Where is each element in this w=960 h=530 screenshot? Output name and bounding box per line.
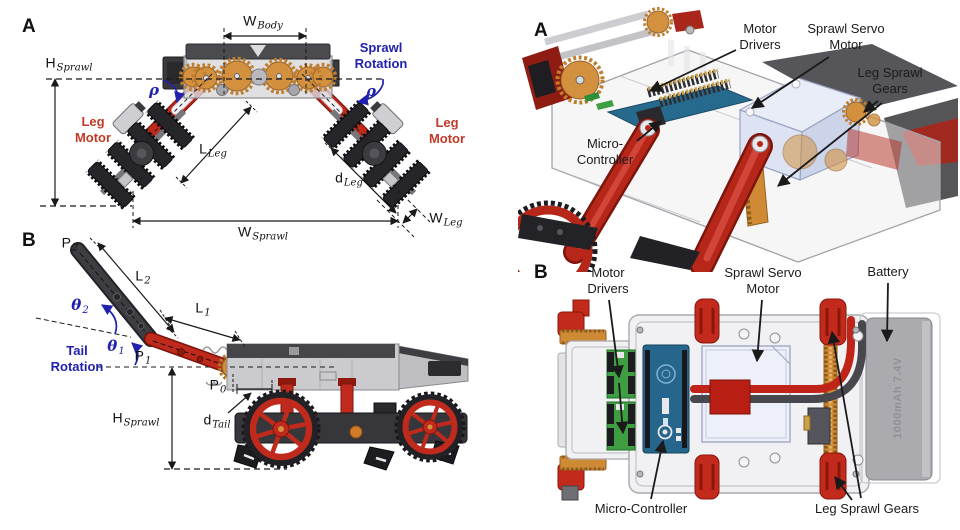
cad-iso-arrows <box>636 49 883 187</box>
label-sprawl-servo-b: Sprawl Servo Motor <box>724 265 802 296</box>
label-w-body: WBody <box>243 12 283 32</box>
label-d-tail: dTail <box>203 411 231 431</box>
label-sprawl-rotation: Sprawl Rotation <box>354 40 408 71</box>
label-leg-motor-left: Leg Motor <box>74 114 112 145</box>
label-h-sprawl-b: HSprawl <box>112 409 160 429</box>
cad-top-arrows <box>608 282 894 501</box>
panel-tag-right-b: B <box>534 262 548 283</box>
label-theta2: θ2 <box>71 296 89 316</box>
side-view-dimensions <box>35 237 287 470</box>
battery-print: 1000mAh 7.4V <box>892 357 904 439</box>
panel-tag-left-a: A <box>22 16 36 37</box>
label-l1: L1 <box>195 299 211 319</box>
panel-tag-left-b: B <box>22 230 36 251</box>
label-leg-sprawl-gears-b: Leg Sprawl Gears <box>814 501 920 517</box>
label-w-leg: WLeg <box>429 209 463 229</box>
label-rho-left: ρ <box>149 81 159 99</box>
label-l-leg: LLeg <box>199 140 227 160</box>
label-p2: P2 <box>61 234 79 254</box>
label-motor-drivers-a: Motor Drivers <box>739 21 781 52</box>
panel-tag-right-a: A <box>534 20 548 41</box>
label-leg-motor-right: Leg Motor <box>428 115 466 146</box>
label-h-sprawl-a: HSprawl <box>45 54 93 74</box>
label-sprawl-servo-a: Sprawl Servo Motor <box>807 21 885 52</box>
cad-top-view <box>557 298 941 501</box>
label-micro-controller-b: Micro-Controller <box>594 501 688 517</box>
microcontroller-board <box>642 344 690 454</box>
front-wheel <box>241 389 321 469</box>
label-theta1: θ1 <box>107 337 125 357</box>
label-tail-rotation: Tail Rotation <box>50 343 104 374</box>
label-p0: P0 <box>209 376 227 396</box>
label-w-sprawl: WSprawl <box>238 223 288 243</box>
front-view-dimensions <box>40 28 431 238</box>
label-rho-right: ρ <box>366 82 376 100</box>
label-l2: L2 <box>135 267 151 287</box>
cad-iso-view <box>518 7 958 272</box>
left-wheel-assembly <box>85 100 195 210</box>
label-motor-drivers-b: Motor Drivers <box>587 265 629 296</box>
label-leg-sprawl-gears-a: Leg Sprawl Gears <box>857 65 923 96</box>
label-battery: Battery <box>867 264 909 280</box>
label-d-leg: dLeg <box>335 169 363 189</box>
rear-wheel <box>394 391 466 463</box>
label-p1: P1 <box>134 347 152 367</box>
label-micro-controller-a: Micro-Controller <box>576 136 634 167</box>
